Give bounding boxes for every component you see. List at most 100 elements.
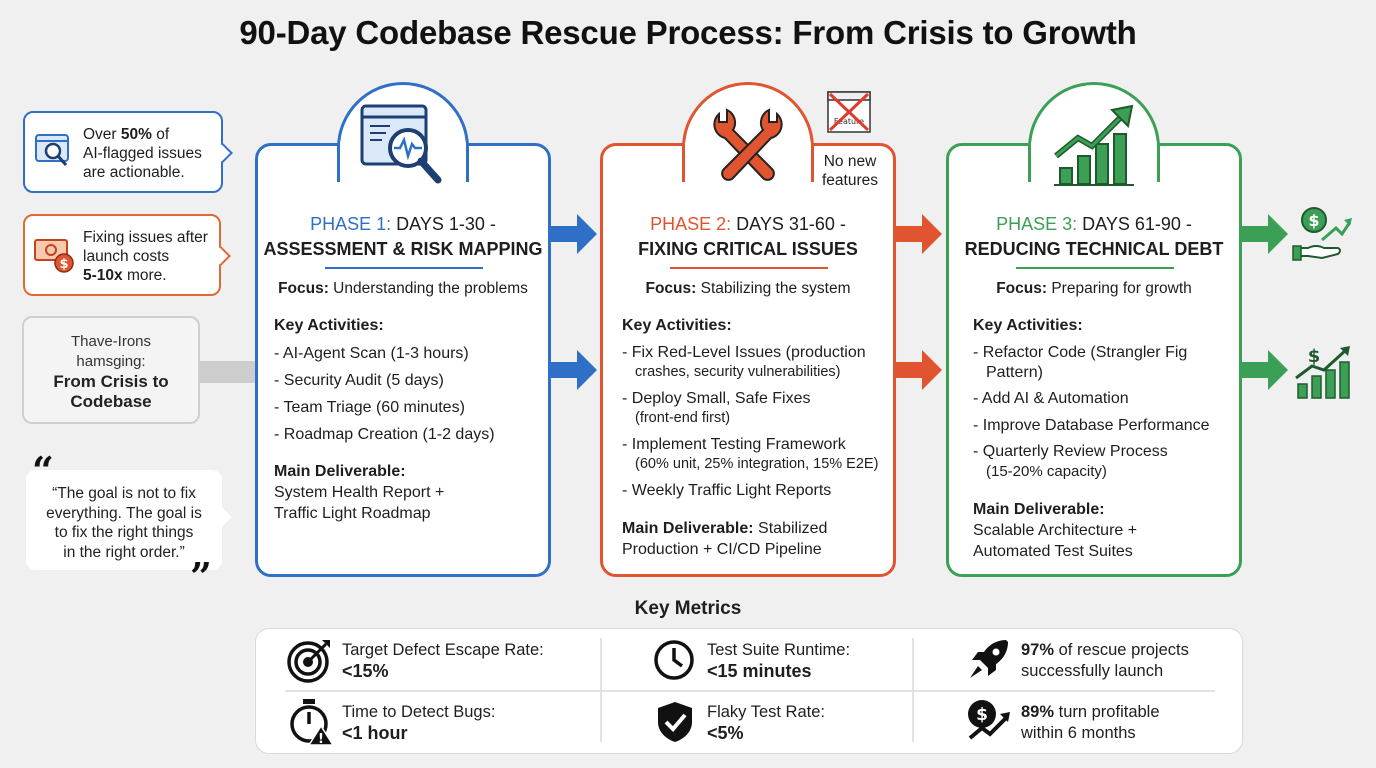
callout-from-crisis: Thave-Irons hamsging: From Crisis to Cod… xyxy=(22,316,200,424)
metric-label: successfully launch xyxy=(1021,662,1164,680)
deliverable-text: Production + CI/CD Pipeline xyxy=(622,541,822,558)
phase-label: PHASE 1: xyxy=(310,214,392,234)
metric-value: <15 minutes xyxy=(707,661,812,681)
activities-heading: Key Activities: xyxy=(622,317,732,334)
activity-sub: (60% unit, 25% integration, 15% E2E) xyxy=(635,455,879,472)
metric-highlight: 89% xyxy=(1021,703,1055,721)
focus-label: Focus: xyxy=(645,280,697,297)
metric-label: within 6 months xyxy=(1021,724,1136,742)
clock-icon xyxy=(654,640,694,680)
callout-text: hamsging: xyxy=(76,353,146,370)
callout-text: of xyxy=(151,126,170,143)
rocket-icon xyxy=(970,640,1008,678)
phase-name: REDUCING TECHNICAL DEBT xyxy=(964,239,1224,259)
metric-value: <15% xyxy=(342,661,389,681)
metric-value: <1 hour xyxy=(342,723,408,743)
focus-text: Preparing for growth xyxy=(1047,280,1192,297)
phase-1-header: PHASE 1: DAYS 1-30 - ASSESSMENT & RISK M… xyxy=(255,212,551,262)
callout-highlight: 5-10x xyxy=(83,267,123,284)
note-text: No new xyxy=(823,153,877,170)
note-text: features xyxy=(821,172,878,189)
stopwatch-warning-icon: ! xyxy=(290,699,334,746)
phase-3-focus: Focus: Preparing for growth xyxy=(946,280,1242,298)
activity-main: - Fix Red-Level Issues (production xyxy=(622,344,866,361)
activity-item: - Fix Red-Level Issues (production crashe… xyxy=(622,343,878,382)
metric-detect-bugs: Time to Detect Bugs: <1 hour xyxy=(342,702,495,744)
activity-item: - Add AI & Automation xyxy=(973,389,1210,409)
callout-strong-text: Codebase xyxy=(70,392,152,411)
activity-main: - Improve Database Performance xyxy=(973,416,1210,434)
activity-sub: crashes, security vulnerabilities) xyxy=(635,363,841,380)
phase-3-header: PHASE 3: DAYS 61-90 - REDUCING TECHNICAL… xyxy=(946,212,1242,262)
metrics-divider xyxy=(912,638,914,742)
activity-main: - Deploy Small, Safe Fixes xyxy=(622,390,811,407)
deliverable-text: System Health Report + xyxy=(274,484,445,501)
svg-text:$: $ xyxy=(976,705,988,725)
phase-divider xyxy=(670,267,828,269)
money-warning-icon: $ xyxy=(34,239,74,273)
arrow-right-icon xyxy=(894,214,942,254)
phase-1-activities: - AI-Agent Scan (1-3 hours) - Security A… xyxy=(274,343,495,451)
phase-3-deliverable: Main Deliverable: Scalable Architecture … xyxy=(973,499,1137,562)
metric-flaky-rate: Flaky Test Rate: <5% xyxy=(707,702,825,744)
metric-label: Time to Detect Bugs: xyxy=(342,703,496,721)
svg-text:$: $ xyxy=(1308,346,1321,367)
deliverable-text: Scalable Architecture + xyxy=(973,522,1138,539)
dollar-growth-icon: $ xyxy=(968,700,1010,740)
arrow-right-icon xyxy=(1240,214,1288,254)
crossed-feature-text: Feature xyxy=(834,117,864,126)
activity-item: - Deploy Small, Safe Fixes(front-end fir… xyxy=(622,389,878,428)
crossed-feature-icon: Feature xyxy=(827,91,871,133)
deliverable-text: Traffic Light Roadmap xyxy=(274,505,431,522)
target-icon xyxy=(287,640,330,683)
deliverable-text: Stabilized xyxy=(753,520,828,537)
dollar-bar-growth-icon: $ xyxy=(1295,346,1350,399)
activity-main: - Quarterly Review Process xyxy=(973,443,1168,460)
phase-2-card xyxy=(600,143,896,577)
activity-item: - Quarterly Review Process(15-20% capaci… xyxy=(973,442,1210,481)
callout-fix-cost: $ Fixing issues after launch costs 5-10x… xyxy=(23,214,231,296)
activity-main: - Implement Testing Framework xyxy=(622,436,846,453)
activity-item: - Implement Testing Framework (60% unit, … xyxy=(622,435,878,474)
callout-text: Fixing issues after xyxy=(83,229,208,246)
callout-text: more. xyxy=(122,267,167,284)
callout-text: AI-flagged issues xyxy=(83,145,202,162)
metric-label: turn profitable xyxy=(1054,703,1160,721)
activity-main: - Refactor Code (Strangler Fig xyxy=(973,344,1188,361)
metric-label: Test Suite Runtime: xyxy=(707,641,851,659)
metric-label: Target Defect Escape Rate: xyxy=(342,641,544,659)
no-new-features-note: No new features xyxy=(810,152,890,190)
callout-highlight: 50% xyxy=(120,126,152,143)
arrow-right-icon xyxy=(1240,350,1288,390)
svg-text:!: ! xyxy=(318,732,324,746)
phase-1-card xyxy=(255,143,551,577)
deliverable-label: Main Deliverable: xyxy=(622,520,754,537)
callout-text: Over xyxy=(83,126,121,143)
phase-divider xyxy=(325,267,483,269)
metrics-divider xyxy=(285,690,1215,692)
svg-text:$: $ xyxy=(59,257,68,272)
phase-3-icon-tab xyxy=(1028,82,1160,182)
svg-text:$: $ xyxy=(1308,211,1319,230)
browser-magnifier-icon xyxy=(35,134,69,166)
scan-analysis-icon xyxy=(360,104,442,184)
phase-1-focus: Focus: Understanding the problems xyxy=(255,280,551,298)
quote-line: “The goal is not to fix xyxy=(52,485,196,502)
callout-text: are actionable. xyxy=(83,164,185,181)
phase-3-card xyxy=(946,143,1242,577)
wrench-tools-icon xyxy=(713,108,783,181)
hand-money-growth-icon: $ xyxy=(1292,207,1352,261)
activity-item: - Weekly Traffic Light Reports xyxy=(622,481,878,501)
quote-line: everything. The goal is xyxy=(46,504,202,522)
arrow-right-icon xyxy=(549,214,597,254)
quote-line: in the right order.” xyxy=(63,543,185,561)
focus-label: Focus: xyxy=(996,280,1048,297)
activity-item: - AI-Agent Scan (1-3 hours) xyxy=(274,345,469,362)
metrics-divider xyxy=(600,638,602,742)
phase-2-icon-tab xyxy=(682,82,814,182)
focus-label: Focus: xyxy=(278,280,329,297)
phase-name: ASSESSMENT & RISK MAPPING xyxy=(263,239,543,259)
phase-days: DAYS 1-30 - xyxy=(391,214,496,234)
